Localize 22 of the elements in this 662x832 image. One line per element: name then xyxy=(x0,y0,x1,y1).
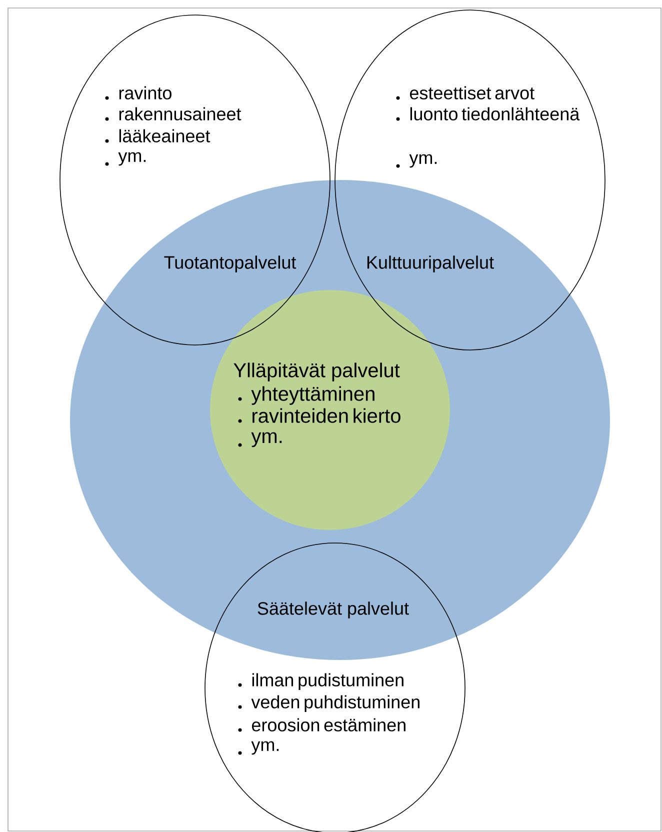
ellipse-outline xyxy=(60,14,330,346)
group-heading: Kulttuuripalvelut xyxy=(367,256,494,272)
list-item: ravinto xyxy=(119,86,172,100)
list-item: luonto tiedonlähteenä xyxy=(410,107,580,120)
list-item: yhteyttäminen xyxy=(251,386,374,405)
group-heading: Säätelevät palvelut xyxy=(258,602,409,618)
group-heading: Ylläpitävät palvelut xyxy=(234,362,400,382)
ellipse-area xyxy=(210,290,450,530)
ellipse-outline xyxy=(334,10,606,350)
list-item: lääkeaineet xyxy=(119,129,210,142)
group-heading: Tuotantopalvelut xyxy=(164,256,296,272)
list-item: eroosion estäminen xyxy=(252,718,406,732)
list-item: ym. xyxy=(409,154,437,168)
ellipse-outline xyxy=(204,542,466,832)
list-item: rakennusaineet xyxy=(119,107,242,120)
list-item: ravinteiden kierto xyxy=(252,408,400,423)
list-item: ym. xyxy=(251,432,282,448)
list-item: ym. xyxy=(118,152,146,166)
list-item: ilman pudistuminen xyxy=(252,673,404,690)
list-item: ym. xyxy=(251,741,279,755)
list-item: esteettiset arvot xyxy=(410,86,534,100)
list-item: veden puhdistuminen xyxy=(251,695,420,712)
